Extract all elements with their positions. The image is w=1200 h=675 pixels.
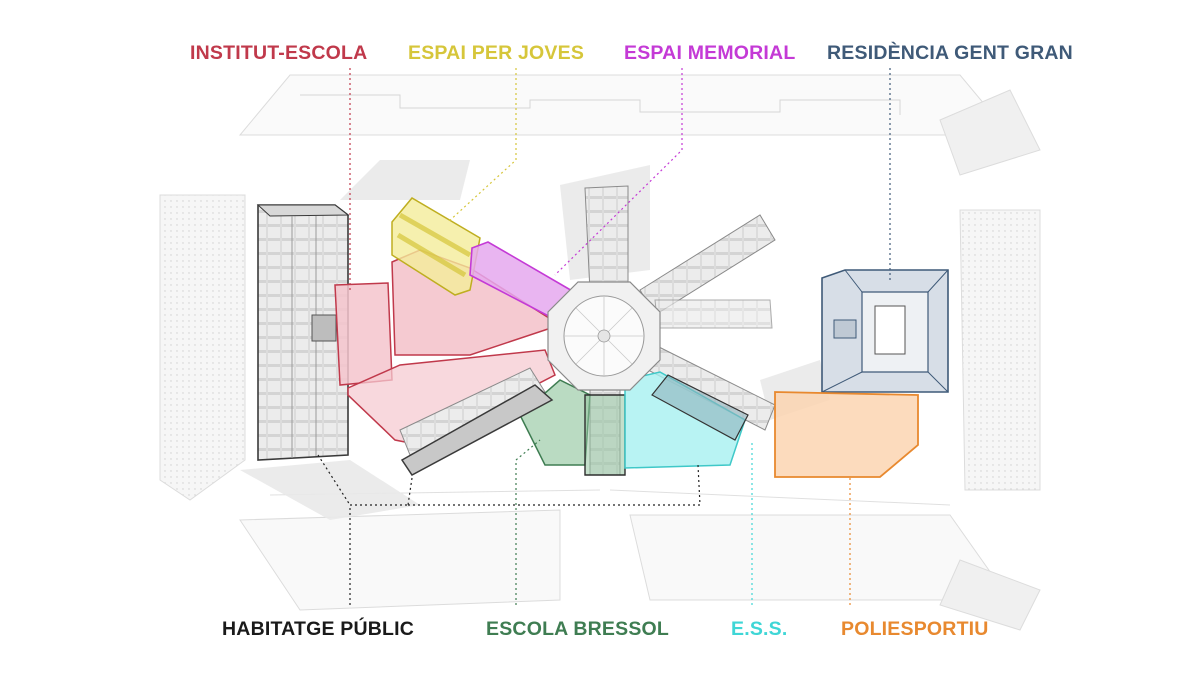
espai-per-joves-zone <box>391 197 481 296</box>
label-espai-memorial: ESPAI MEMORIAL <box>624 42 796 64</box>
label-institut-escola: INSTITUT-ESCOLA <box>190 42 368 64</box>
label-ess: E.S.S. <box>731 618 788 640</box>
residencia-gent-gran-building <box>821 269 949 393</box>
ess-zone <box>624 371 749 469</box>
label-escola-bressol: ESCOLA BRESSOL <box>486 618 670 640</box>
radial-wings <box>399 185 776 476</box>
poliesportiu-zone <box>774 391 919 478</box>
context-blocks <box>159 74 1041 631</box>
label-espai-per-joves: ESPAI PER JOVES <box>408 42 585 64</box>
label-habitatge-public: HABITATGE PÚBLIC <box>222 618 415 640</box>
habitatge-public-lower-bar <box>400 384 554 476</box>
leader-lines <box>317 68 891 605</box>
habitatge-public-building <box>256 204 350 461</box>
label-residencia-gent-gran: RESIDÈNCIA GENT GRAN <box>827 42 1073 64</box>
label-poliesportiu: POLIESPORTIU <box>841 618 989 640</box>
central-hall <box>547 281 661 391</box>
